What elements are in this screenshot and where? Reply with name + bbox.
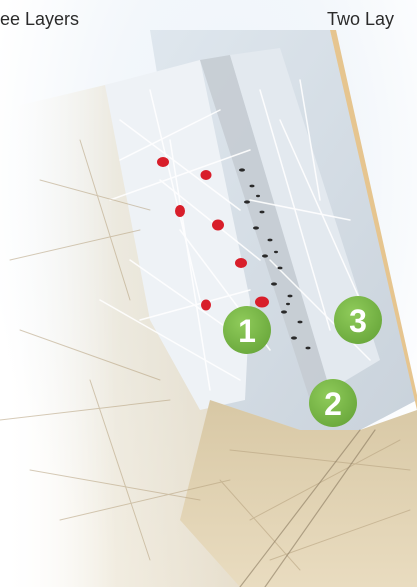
badge-2: 2 xyxy=(309,379,357,427)
badge-1: 1 xyxy=(223,306,271,354)
badge-3-number: 3 xyxy=(349,303,367,339)
badge-2-number: 2 xyxy=(324,386,342,422)
badge-1-number: 1 xyxy=(238,313,256,349)
badge-3: 3 xyxy=(334,296,382,344)
